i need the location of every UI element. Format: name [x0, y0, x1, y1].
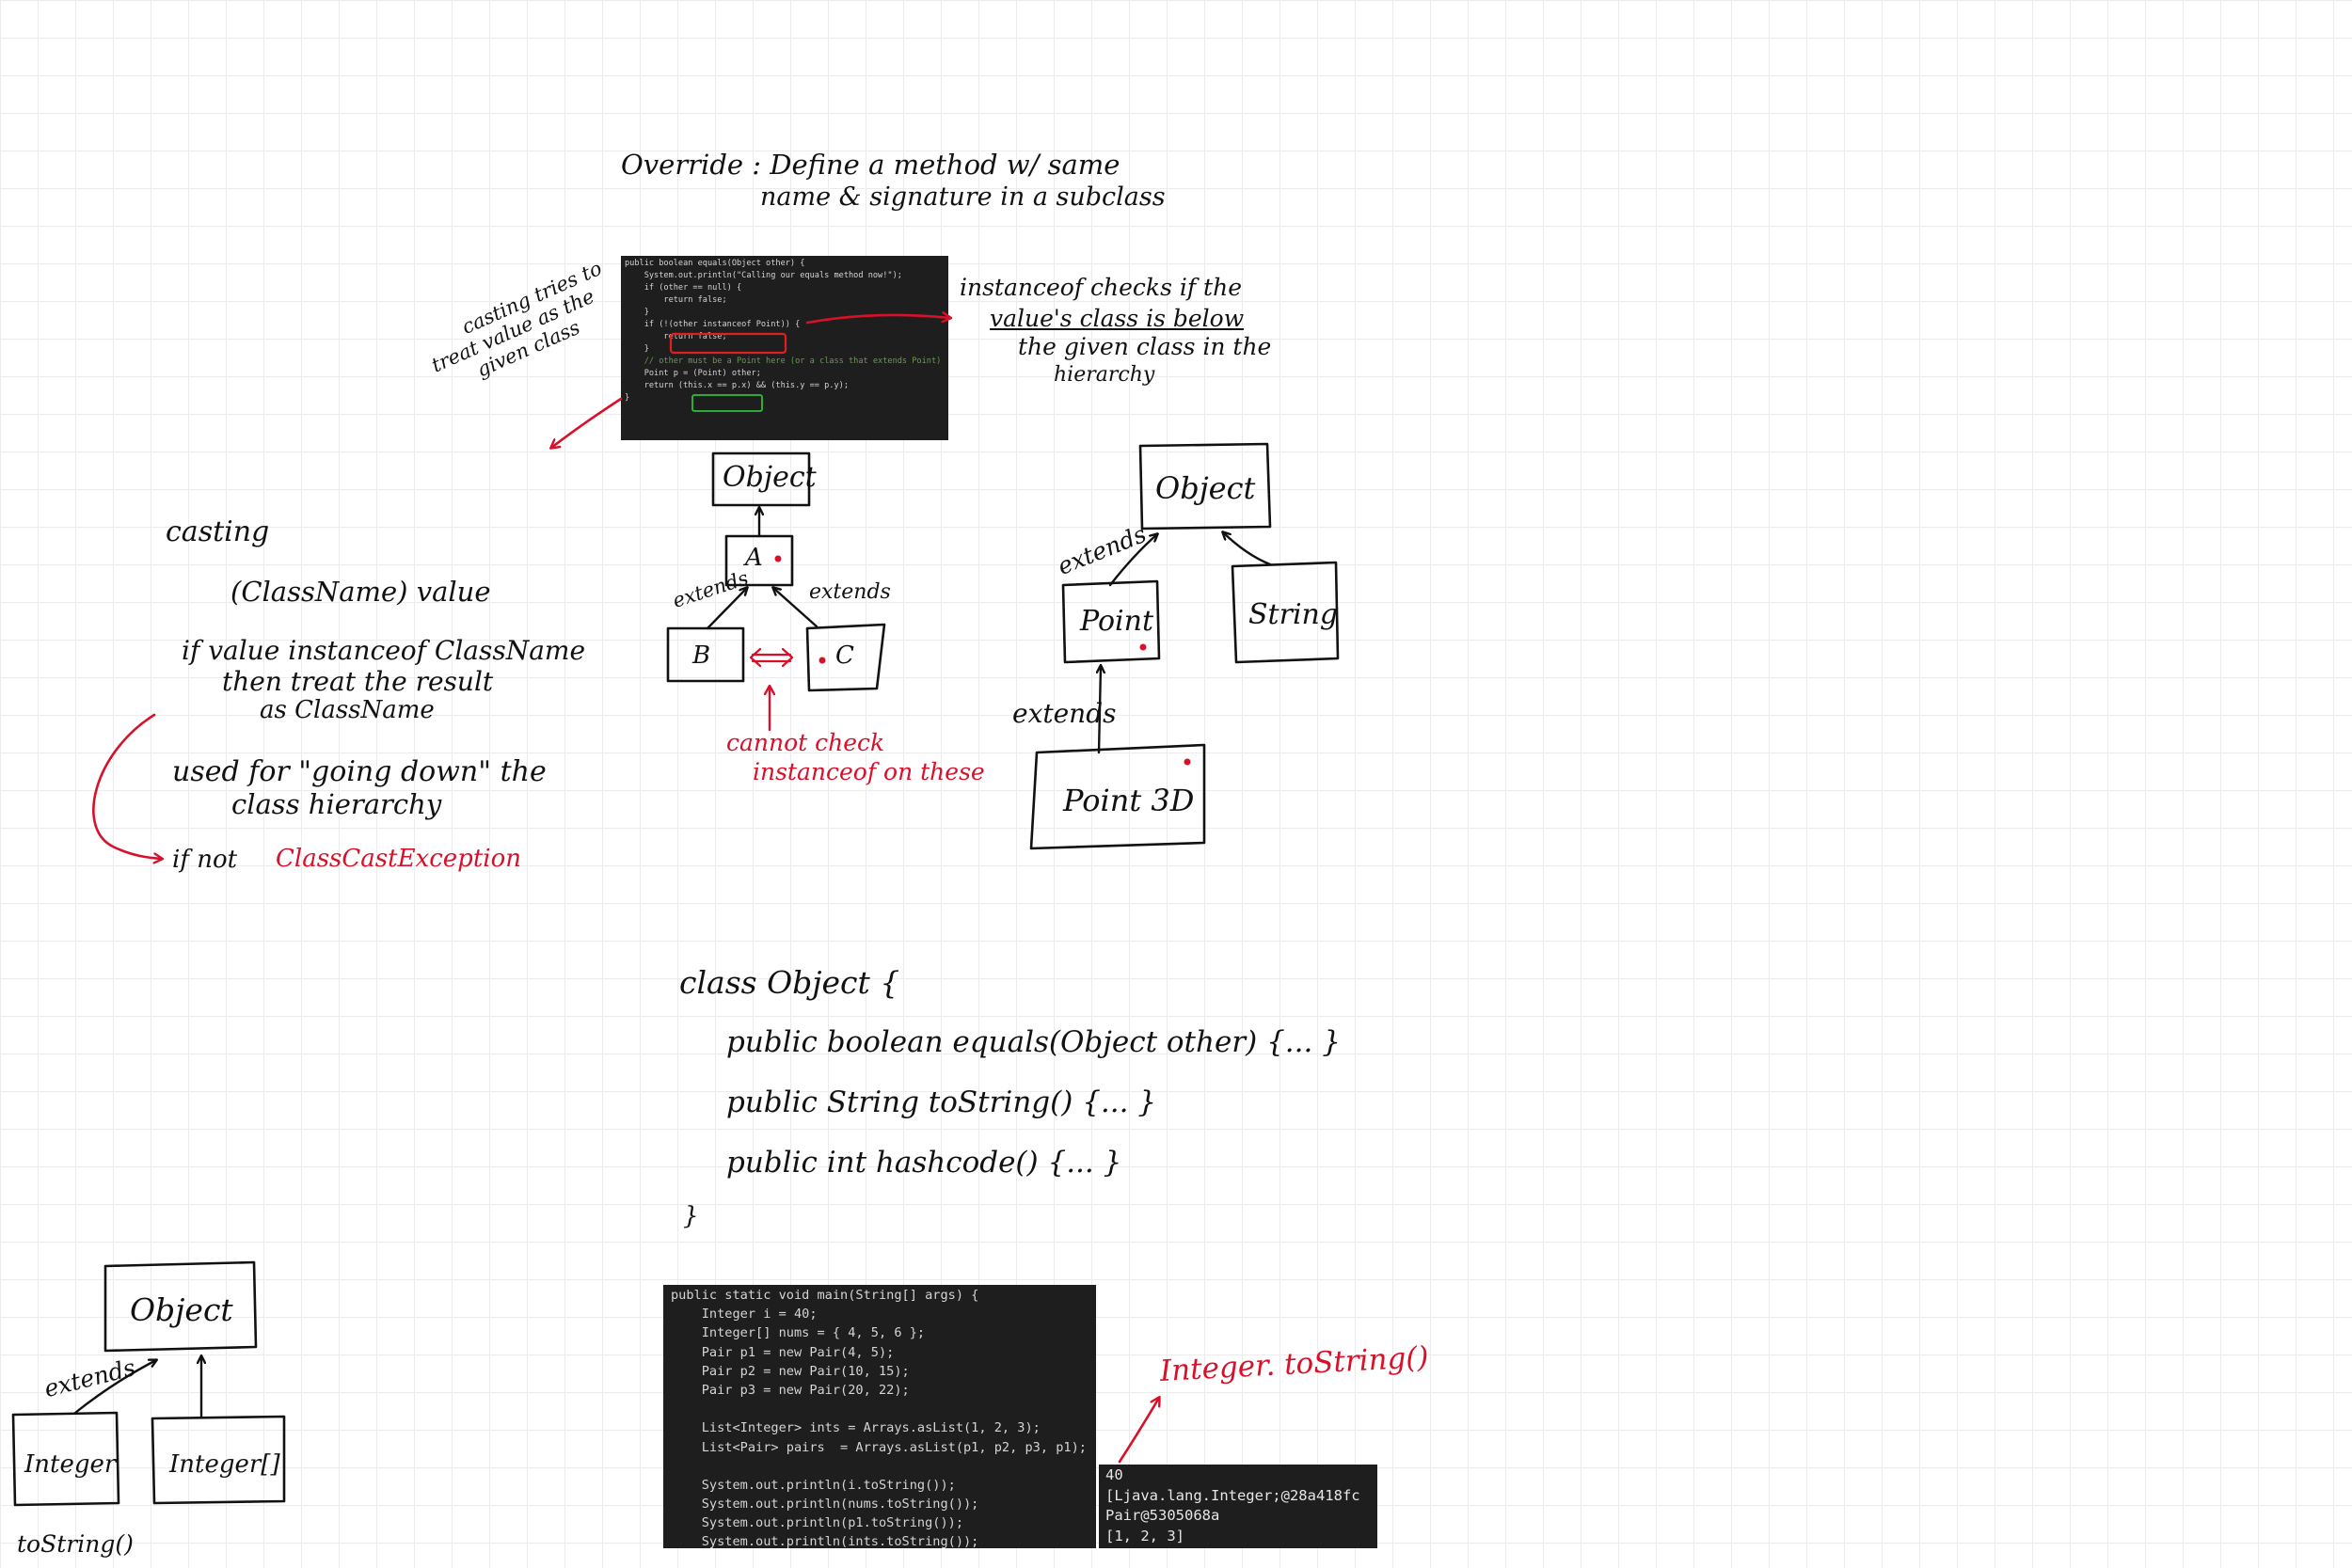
code-line: Integer i = 40; [671, 1307, 818, 1323]
equals-code-snippet: public boolean equals(Object other) { Sy… [621, 256, 948, 440]
integer-array-label: Integer[] [169, 1450, 280, 1479]
code-line: } [625, 393, 630, 403]
casting-fail-prefix: if not [172, 846, 238, 874]
cast-highlight [691, 394, 763, 412]
integer-box [11, 1411, 120, 1507]
instanceof-note-line4: hierarchy [1054, 363, 1155, 387]
abc-object-label: Object [723, 461, 817, 494]
abc-c-dot [818, 657, 826, 664]
cannot-check-line1: cannot check [726, 729, 885, 756]
code-line: return false; [625, 295, 727, 305]
code-line: Pair p1 = new Pair(4, 5); [671, 1344, 895, 1360]
code-comment-line: // other must be a Point here (or a clas… [625, 356, 942, 366]
instanceof-arrow [805, 315, 950, 325]
class-object-equals: public boolean equals(Object other) {...… [726, 1025, 1341, 1059]
integer-array-box [151, 1415, 286, 1505]
abc-c-box [805, 623, 886, 692]
code-line: return (this.x == p.x) && (this.y == p.y… [625, 381, 849, 390]
cannot-check-line2: instanceof on these [753, 758, 985, 785]
class-cast-exception-label: ClassCastException [276, 845, 521, 873]
casting-title: casting [166, 515, 270, 548]
class-object-close: } [683, 1202, 699, 1230]
instanceof-note-line3: the given class in the [1018, 333, 1272, 360]
string-label: String [1248, 598, 1339, 631]
point-box [1061, 579, 1161, 664]
code-line: System.out.println(p1.toString()); [671, 1515, 963, 1531]
string-box [1231, 561, 1340, 664]
program-output: 40 [Ljava.lang.Integer;@28a418fc Pair@53… [1099, 1465, 1377, 1548]
instanceof-highlight [669, 332, 787, 355]
abc-c-to-a-arrow [773, 588, 818, 628]
abc-b-label: B [692, 641, 711, 670]
output-line: [1, 2, 3] [1105, 1527, 1184, 1544]
output-line: Pair@5305068a [1105, 1507, 1220, 1524]
code-line: Integer[] nums = { 4, 5, 6 }; [671, 1325, 926, 1341]
abc-a-label: A [745, 544, 763, 572]
point-dot [1139, 643, 1147, 651]
class-object-header: class Object { [679, 964, 900, 1001]
code-line: } [625, 308, 649, 317]
point-label: Point [1080, 605, 1154, 638]
casting-rule-line2: then treat the result [222, 666, 494, 697]
abc-object-box [711, 451, 811, 507]
casting-syntax: (ClassName) value [230, 576, 491, 608]
integer-object-box [103, 1260, 258, 1353]
point-to-object-arrow [1108, 534, 1157, 587]
code-line: List<Pair> pairs = Arrays.asList(p1, p2,… [671, 1439, 1087, 1455]
code-line: Pair p3 = new Pair(20, 22); [671, 1382, 910, 1398]
code-line: System.out.println("Calling our equals m… [625, 271, 902, 280]
instanceof-note-line1: instanceof checks if the [960, 274, 1242, 301]
abc-b-box [666, 626, 745, 683]
integer-label: Integer [24, 1450, 117, 1479]
integer-tostring-arrow [1118, 1398, 1159, 1464]
code-line: public static void main(String[] args) { [671, 1288, 979, 1303]
override-definition-line2: name & signature in a subclass [760, 182, 1166, 212]
code-line: System.out.println(ints.toString()); [671, 1534, 979, 1550]
integer-to-object-arrow [73, 1360, 156, 1415]
point3d-label: Point 3D [1063, 783, 1195, 818]
code-line: System.out.println(i.toString()); [671, 1477, 956, 1493]
abc-extends-right: extends [809, 580, 891, 604]
casting-rule-line1: if value instanceof ClassName [182, 635, 586, 666]
integer-tostring-label: toString() [17, 1530, 134, 1558]
code-line: } [625, 344, 649, 354]
point-object-label: Object [1155, 470, 1256, 506]
class-object-hashcode: public int hashcode() {... } [726, 1146, 1122, 1180]
class-cast-loop-arrow [92, 713, 162, 859]
point3d-dot [1184, 758, 1191, 766]
code-line: Pair p2 = new Pair(10, 15); [671, 1363, 910, 1379]
output-line: 40 [1105, 1466, 1123, 1483]
code-line: System.out.println(nums.toString()); [671, 1497, 979, 1513]
casting-use-line2: class hierarchy [231, 788, 442, 820]
abc-b-to-a-arrow [706, 588, 747, 630]
abc-a-box [724, 534, 794, 587]
abc-a-dot [774, 555, 782, 562]
integer-object-label: Object [130, 1291, 233, 1328]
code-line: if (!(other instanceof Point)) { [625, 320, 801, 329]
override-definition-line1: Override : Define a method w/ same [621, 149, 1120, 181]
casting-use-line1: used for "going down" the [172, 755, 547, 788]
point-object-box [1138, 442, 1272, 531]
code-line: if (other == null) { [625, 283, 742, 293]
class-object-tostring: public String toString() {... } [726, 1085, 1157, 1119]
point3d-box [1029, 743, 1206, 850]
code-line: Point p = (Point) other; [625, 369, 761, 378]
code-line: public boolean equals(Object other) { [625, 259, 805, 268]
instanceof-note-line2: value's class is below [990, 305, 1245, 332]
casting-rule-line3: as ClassName [260, 696, 435, 724]
code-line: List<Integer> ints = Arrays.asList(1, 2,… [671, 1420, 1041, 1436]
point3d-to-point-arrow [1099, 666, 1101, 754]
casting-arrow [551, 397, 623, 448]
output-line: [Ljava.lang.Integer;@28a418fc [1105, 1486, 1360, 1504]
code-line: return false; [625, 332, 727, 341]
abc-c-label: C [835, 641, 854, 670]
main-code-snippet: public static void main(String[] args) {… [663, 1285, 1096, 1550]
cannot-check-double-arrow [749, 647, 794, 668]
string-to-object-arrow [1223, 532, 1272, 566]
